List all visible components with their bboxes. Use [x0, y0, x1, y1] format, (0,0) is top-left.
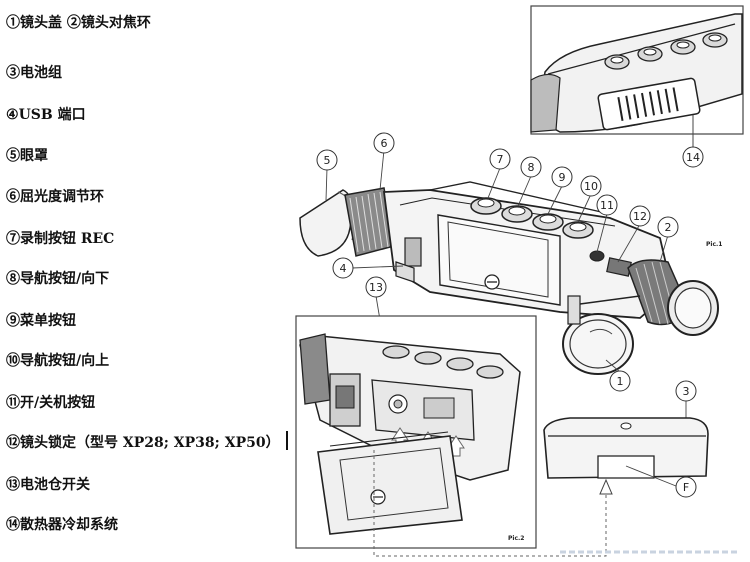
svg-text:12: 12 [633, 210, 647, 223]
callout-14: 14 [682, 146, 704, 168]
svg-text:9: 9 [559, 171, 566, 184]
svg-text:13: 13 [369, 281, 383, 294]
callout-F: F [675, 476, 697, 498]
legend-item-5: ⑤眼罩 [6, 148, 48, 164]
battery-pack-detail [543, 417, 709, 495]
callout-13: 13 [365, 276, 387, 298]
callout-11: 11 [596, 194, 618, 216]
legend-item-7: ⑦录制按钮 REC [6, 231, 115, 247]
legend-item-3: ③电池组 [6, 65, 62, 81]
callout-9: 9 [551, 166, 573, 188]
svg-text:F: F [683, 481, 689, 494]
legend-item-6: ⑥屈光度调节环 [6, 189, 104, 205]
svg-text:2: 2 [665, 221, 672, 234]
svg-text:8: 8 [528, 161, 535, 174]
svg-text:11: 11 [600, 199, 614, 212]
device-main-view [299, 181, 719, 375]
callout-10: 10 [580, 175, 602, 197]
svg-text:7: 7 [497, 153, 504, 166]
callout-4: 4 [332, 257, 354, 279]
svg-text:3: 3 [683, 385, 690, 398]
svg-text:1: 1 [617, 375, 624, 388]
callout-2: 2 [657, 216, 679, 238]
callout-6: 6 [373, 132, 395, 154]
legend-item-4: ④USB 端口 [6, 107, 86, 123]
callout-markers: 1 2 3 4 5 6 7 8 9 10 11 12 13 14 F [316, 132, 704, 498]
legend-item-14: ⑭散热器冷却系统 [6, 517, 118, 533]
svg-text:6: 6 [381, 137, 388, 150]
legend-item-8: ⑧导航按钮/向下 [6, 271, 110, 287]
svg-text:4: 4 [340, 262, 347, 275]
svg-text:14: 14 [686, 151, 700, 164]
legend-item-9: ⑨菜单按钮 [6, 313, 76, 329]
svg-text:10: 10 [584, 180, 598, 193]
pic1-label: Pic.1 [706, 241, 722, 248]
legend-item-10: ⑩导航按钮/向上 [6, 353, 110, 369]
inset-battery-compartment [295, 315, 537, 549]
legend-item-12: ⑫镜头锁定（型号 XP28; XP38; XP50） [6, 435, 280, 451]
callout-12: 12 [629, 205, 651, 227]
callout-7: 7 [489, 148, 511, 170]
svg-text:5: 5 [324, 154, 331, 167]
pic2-label: Pic.2 [508, 535, 524, 542]
callout-3: 3 [675, 380, 697, 402]
callout-1: 1 [609, 370, 631, 392]
text-cursor [286, 431, 288, 450]
callout-5: 5 [316, 149, 338, 171]
legend-item-1-2: ①镜头盖 ②镜头对焦环 [6, 15, 151, 31]
legend-item-13: ⑬电池仓开关 [6, 477, 90, 493]
legend-item-11: ⑪开/关机按钮 [6, 395, 96, 411]
inset-heatsink-detail [530, 5, 744, 135]
callout-8: 8 [520, 156, 542, 178]
